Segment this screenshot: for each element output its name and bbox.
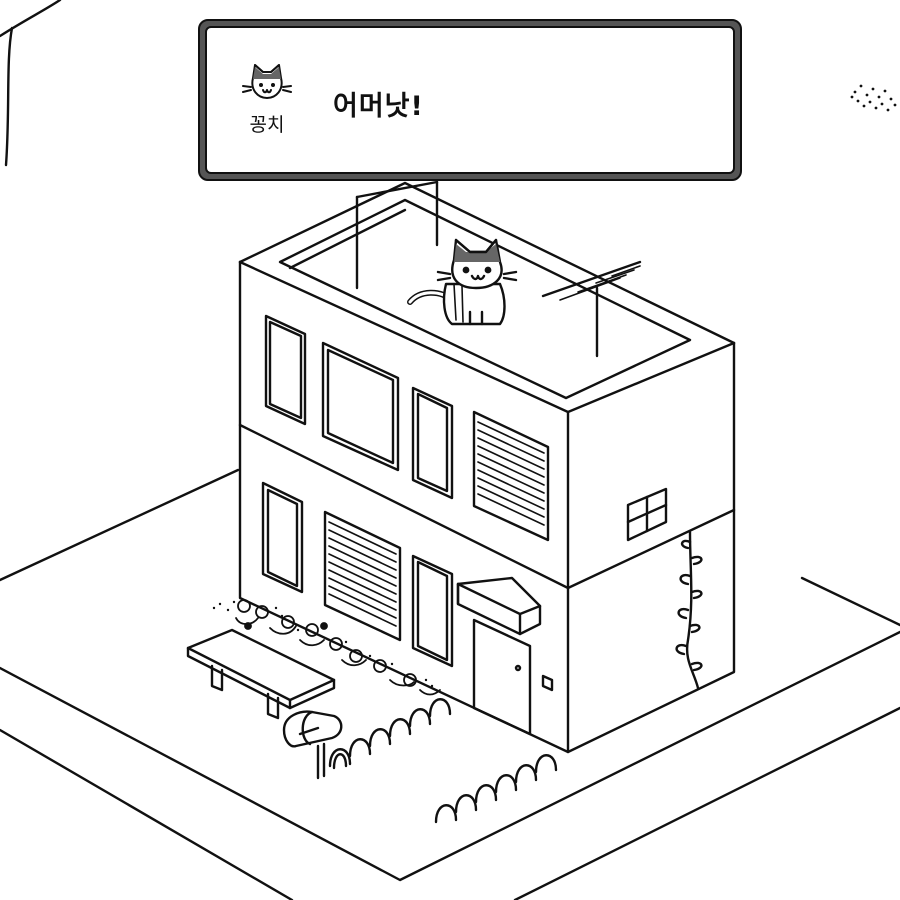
upper-windows	[264, 314, 550, 542]
dialog-text: 어머낫!	[333, 91, 424, 122]
ground-tile	[0, 468, 900, 900]
lower-windows	[261, 481, 454, 668]
dialog-box[interactable]: 꽁치 어머낫!	[198, 19, 742, 181]
mailbox	[282, 710, 343, 780]
bench	[186, 628, 336, 720]
flower-bed-dots	[212, 600, 434, 688]
shrub-dots	[850, 84, 897, 112]
speaker: 꽁치	[233, 62, 301, 137]
upper-shutter-slats	[477, 421, 545, 526]
roof-antenna	[355, 180, 642, 358]
building	[238, 181, 736, 754]
front-door	[456, 576, 554, 736]
ivy-vine	[675, 530, 703, 690]
dialog-panel: 꽁치 어머낫!	[205, 26, 735, 174]
cat-on-roof	[407, 238, 518, 326]
bike-rack-right	[434, 754, 558, 824]
lower-shutter-slats	[328, 521, 397, 627]
bike-rack-left	[328, 698, 452, 770]
flower-bed	[235, 599, 441, 696]
tree-edge	[0, 0, 62, 167]
speaker-name: 꽁치	[249, 114, 285, 136]
cat-portrait-icon	[242, 64, 292, 99]
